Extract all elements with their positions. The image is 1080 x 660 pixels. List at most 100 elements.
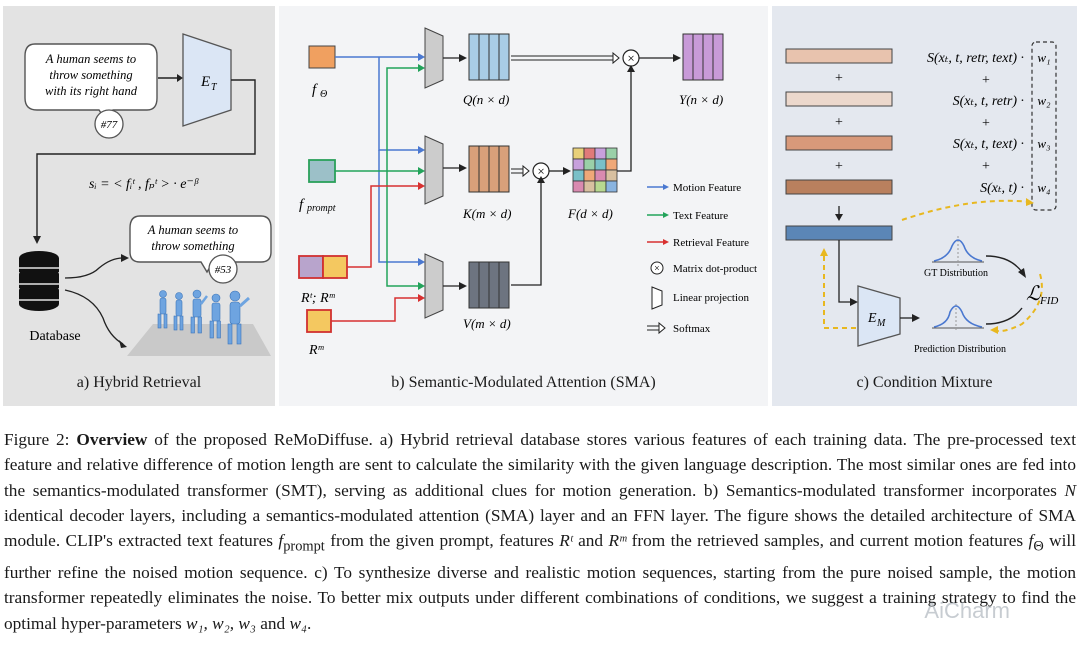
matrix-dot-product-icon bbox=[650, 261, 664, 275]
similarity-formula: sᵢ = < fᵢᵗ , fₚᵗ > · e⁻ᵝ bbox=[89, 177, 199, 192]
caption-rt: Rᵗ bbox=[559, 531, 573, 551]
prediction-distribution-plot bbox=[932, 304, 984, 332]
mixed-output-bar bbox=[785, 225, 893, 241]
f-matrix-cell bbox=[572, 180, 585, 193]
badge-53-label: #53 bbox=[215, 264, 232, 276]
svg-text:×: × bbox=[537, 164, 544, 179]
caption-w: w₁, w₂, w₃ bbox=[186, 613, 256, 633]
caption-text-4: and bbox=[572, 531, 609, 551]
plus-2: + bbox=[835, 115, 843, 130]
caption-w4: w₄ bbox=[289, 613, 308, 633]
caption-rm: Rᵐ bbox=[608, 531, 627, 551]
plus-t1: + bbox=[982, 73, 990, 88]
condition-bar-4 bbox=[785, 179, 893, 195]
rm-box-1 bbox=[322, 255, 348, 279]
caption-text-3: from the given prompt, features bbox=[324, 531, 560, 551]
f-matrix-cell bbox=[572, 147, 585, 160]
retrieval-feature-lines bbox=[331, 185, 422, 322]
motion-feature-lines bbox=[335, 56, 422, 263]
caption-text-7: and bbox=[255, 613, 290, 633]
f-theta-box bbox=[308, 45, 336, 69]
f-matrix-cell bbox=[594, 169, 607, 182]
database-icon bbox=[19, 251, 59, 311]
q-label: Q(n × d) bbox=[463, 92, 509, 107]
f-prompt-label: f bbox=[299, 197, 305, 213]
motion-figures-illustration bbox=[157, 289, 250, 345]
gt-distribution-plot bbox=[932, 236, 984, 266]
condition-mixture-diagram: + + + S(xₜ, t, retr, text) · w₁ + S(xₜ, … bbox=[785, 41, 1058, 355]
y-matrix bbox=[682, 33, 724, 81]
f-label: F(d × d) bbox=[567, 206, 613, 221]
caption-text-1: of the proposed ReMoDiffuse. a) Hybrid r… bbox=[4, 430, 1077, 500]
badge-77 bbox=[94, 109, 124, 139]
term-4: S(xₜ, t) · bbox=[980, 181, 1024, 196]
f-matrix-cell bbox=[605, 169, 618, 182]
term-2: S(xₜ, t, retr) · bbox=[953, 94, 1024, 109]
linear-projection-icon bbox=[651, 286, 663, 310]
panel-hybrid-retrieval: A human seems to throw something with it… bbox=[3, 6, 275, 406]
text-encoder-shape bbox=[182, 33, 232, 127]
badge-53 bbox=[208, 254, 238, 284]
gt-distribution-label: GT Distribution bbox=[924, 268, 988, 279]
condition-bar-1 bbox=[785, 48, 893, 64]
rm-box-2 bbox=[306, 309, 332, 333]
linear-projection-q bbox=[424, 27, 444, 89]
condition-bar-2 bbox=[785, 91, 893, 107]
legend-retrieval: Retrieval Feature bbox=[673, 237, 749, 249]
f-matrix-cell bbox=[594, 180, 607, 193]
panel-b-title: b) Semantic-Modulated Attention (SMA) bbox=[391, 374, 656, 391]
k-label: K(m × d) bbox=[462, 206, 512, 221]
hybrid-retrieval-diagram: A human seems to throw something with it… bbox=[19, 33, 272, 356]
panel-a-title: a) Hybrid Retrieval bbox=[76, 374, 202, 391]
plus-3: + bbox=[835, 159, 843, 174]
f-matrix-cell bbox=[594, 158, 607, 171]
v-label: V(m × d) bbox=[463, 316, 511, 331]
term-1: S(xₜ, t, retr, text) · bbox=[927, 51, 1024, 66]
f-prompt-box bbox=[308, 159, 336, 183]
caption-label: Figure 2: bbox=[4, 430, 70, 449]
legend-softmax: Softmax bbox=[673, 323, 711, 335]
f-matrix bbox=[572, 147, 618, 193]
linear-projection-v bbox=[424, 253, 444, 319]
q-matrix bbox=[468, 33, 510, 81]
plus-t2: + bbox=[982, 116, 990, 131]
text-feature-lines bbox=[335, 67, 422, 287]
f-matrix-cell bbox=[572, 169, 585, 182]
weights-box bbox=[1031, 41, 1057, 211]
term-3: S(xₜ, t, text) · bbox=[953, 137, 1024, 152]
y-label: Y(n × d) bbox=[679, 92, 723, 107]
caption-ftheta: f bbox=[1028, 531, 1034, 551]
caption-n: N bbox=[1064, 480, 1076, 500]
r-m-label: Rᵐ bbox=[308, 343, 325, 358]
f-matrix-cell bbox=[605, 147, 618, 160]
f-matrix-cell bbox=[583, 169, 596, 182]
weight-4: w₄ bbox=[1037, 180, 1051, 195]
motion-encoder-sub: M bbox=[876, 318, 886, 329]
f-matrix-cell bbox=[572, 158, 585, 171]
bubble2-line2: throw something bbox=[151, 239, 234, 253]
figure-caption: Figure 2: Overview of the proposed ReMoD… bbox=[4, 427, 1076, 636]
motion-encoder-shape bbox=[857, 285, 901, 347]
svg-text:×: × bbox=[627, 51, 634, 66]
caption-ftheta-sub: Θ bbox=[1033, 538, 1044, 555]
f-matrix-cell bbox=[583, 158, 596, 171]
weight-3: w₃ bbox=[1037, 136, 1050, 151]
caption-bold: Overview bbox=[76, 430, 148, 449]
v-matrix bbox=[468, 261, 510, 309]
legend-linear-projection: Linear projection bbox=[673, 292, 750, 304]
linear-projection-k bbox=[424, 135, 444, 205]
bubble2-line1: A human seems to bbox=[147, 223, 238, 237]
legend-motion: Motion Feature bbox=[673, 182, 741, 194]
caption-text-6: will further refine the noised motion se… bbox=[4, 531, 1077, 633]
f-matrix-cell bbox=[605, 158, 618, 171]
fid-loss-sub: FID bbox=[1039, 295, 1058, 307]
watermark: AiCharm bbox=[924, 598, 1010, 623]
plus-1: + bbox=[835, 71, 843, 86]
badge-77-label: #77 bbox=[101, 119, 118, 131]
svg-text:×: × bbox=[654, 264, 660, 275]
caption-fprompt-sub: prompt bbox=[283, 538, 325, 555]
f-theta-label: f bbox=[312, 82, 318, 98]
database-label: Database bbox=[29, 329, 80, 344]
caption-text-8: . bbox=[307, 613, 312, 633]
f-matrix-cell bbox=[583, 180, 596, 193]
